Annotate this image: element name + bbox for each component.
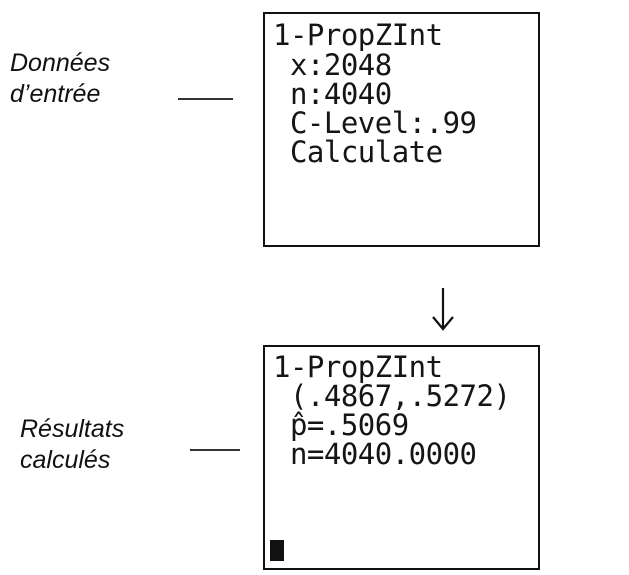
cursor-block <box>270 540 284 561</box>
input-clevel-field[interactable]: C-Level:.99 <box>273 106 477 140</box>
sample-proportion: p̂=.5069 <box>273 408 409 442</box>
input-n-field[interactable]: n:4040 <box>273 77 392 111</box>
sample-size: n=4040.0000 <box>273 437 477 471</box>
results-leader-line <box>190 449 240 451</box>
results-label: Résultats calculés <box>20 414 124 476</box>
calculator-input-screen: 1-PropZInt x:2048 n:4040 C-Level:.99 Cal… <box>263 12 540 247</box>
confidence-interval: (.4867,.5272) <box>273 379 511 413</box>
input-data-label: Données d’entrée <box>10 48 110 110</box>
input-screen-title: 1-PropZInt <box>273 18 443 52</box>
calculator-output-screen: 1-PropZInt (.4867,.5272) p̂=.5069 n=4040… <box>263 345 540 570</box>
calculate-option[interactable]: Calculate <box>273 135 443 169</box>
input-x-field[interactable]: x:2048 <box>273 48 392 82</box>
output-screen-title: 1-PropZInt <box>273 350 443 384</box>
down-arrow-icon <box>432 288 454 331</box>
results-label-line1: Résultats <box>20 415 125 443</box>
input-data-label-line1: Données <box>10 49 111 77</box>
input-leader-line <box>178 98 233 100</box>
results-label-line2: calculés <box>20 446 111 474</box>
input-data-label-line2: d’entrée <box>10 80 101 108</box>
